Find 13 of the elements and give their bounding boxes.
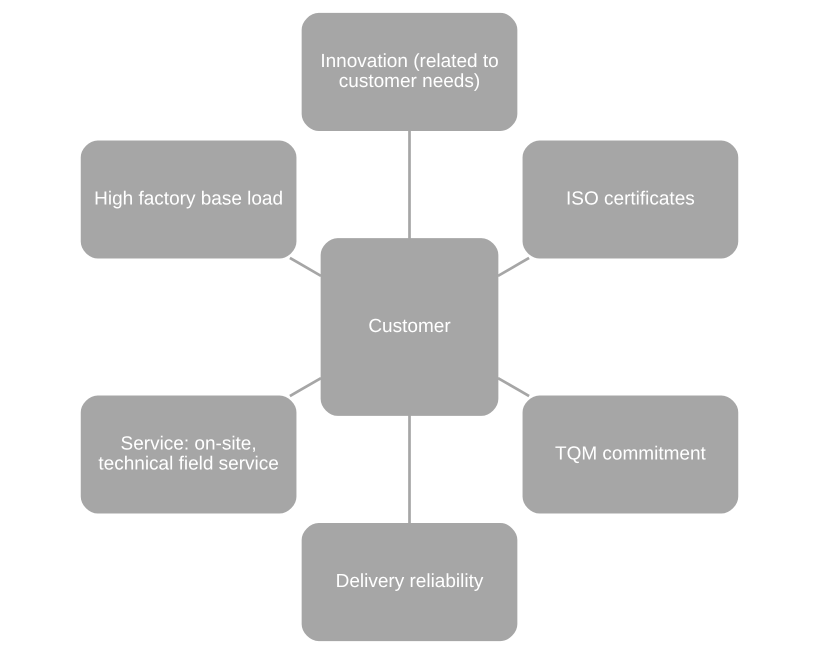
- node-box: High factory base load: [80, 140, 296, 258]
- connector: [408, 416, 410, 524]
- node-box: Delivery reliability: [301, 523, 517, 642]
- node-box: ISO certificates: [522, 140, 738, 258]
- node-box: Service: on-site, technical field service: [80, 396, 296, 514]
- node-box: TQM commitment: [522, 396, 738, 514]
- connector: [496, 376, 530, 398]
- connector: [288, 256, 322, 278]
- connector: [408, 130, 410, 238]
- connector: [288, 376, 322, 398]
- node-box: Innovation (related to customer needs): [301, 12, 517, 131]
- connector: [496, 256, 530, 278]
- node-box: Customer: [320, 238, 498, 416]
